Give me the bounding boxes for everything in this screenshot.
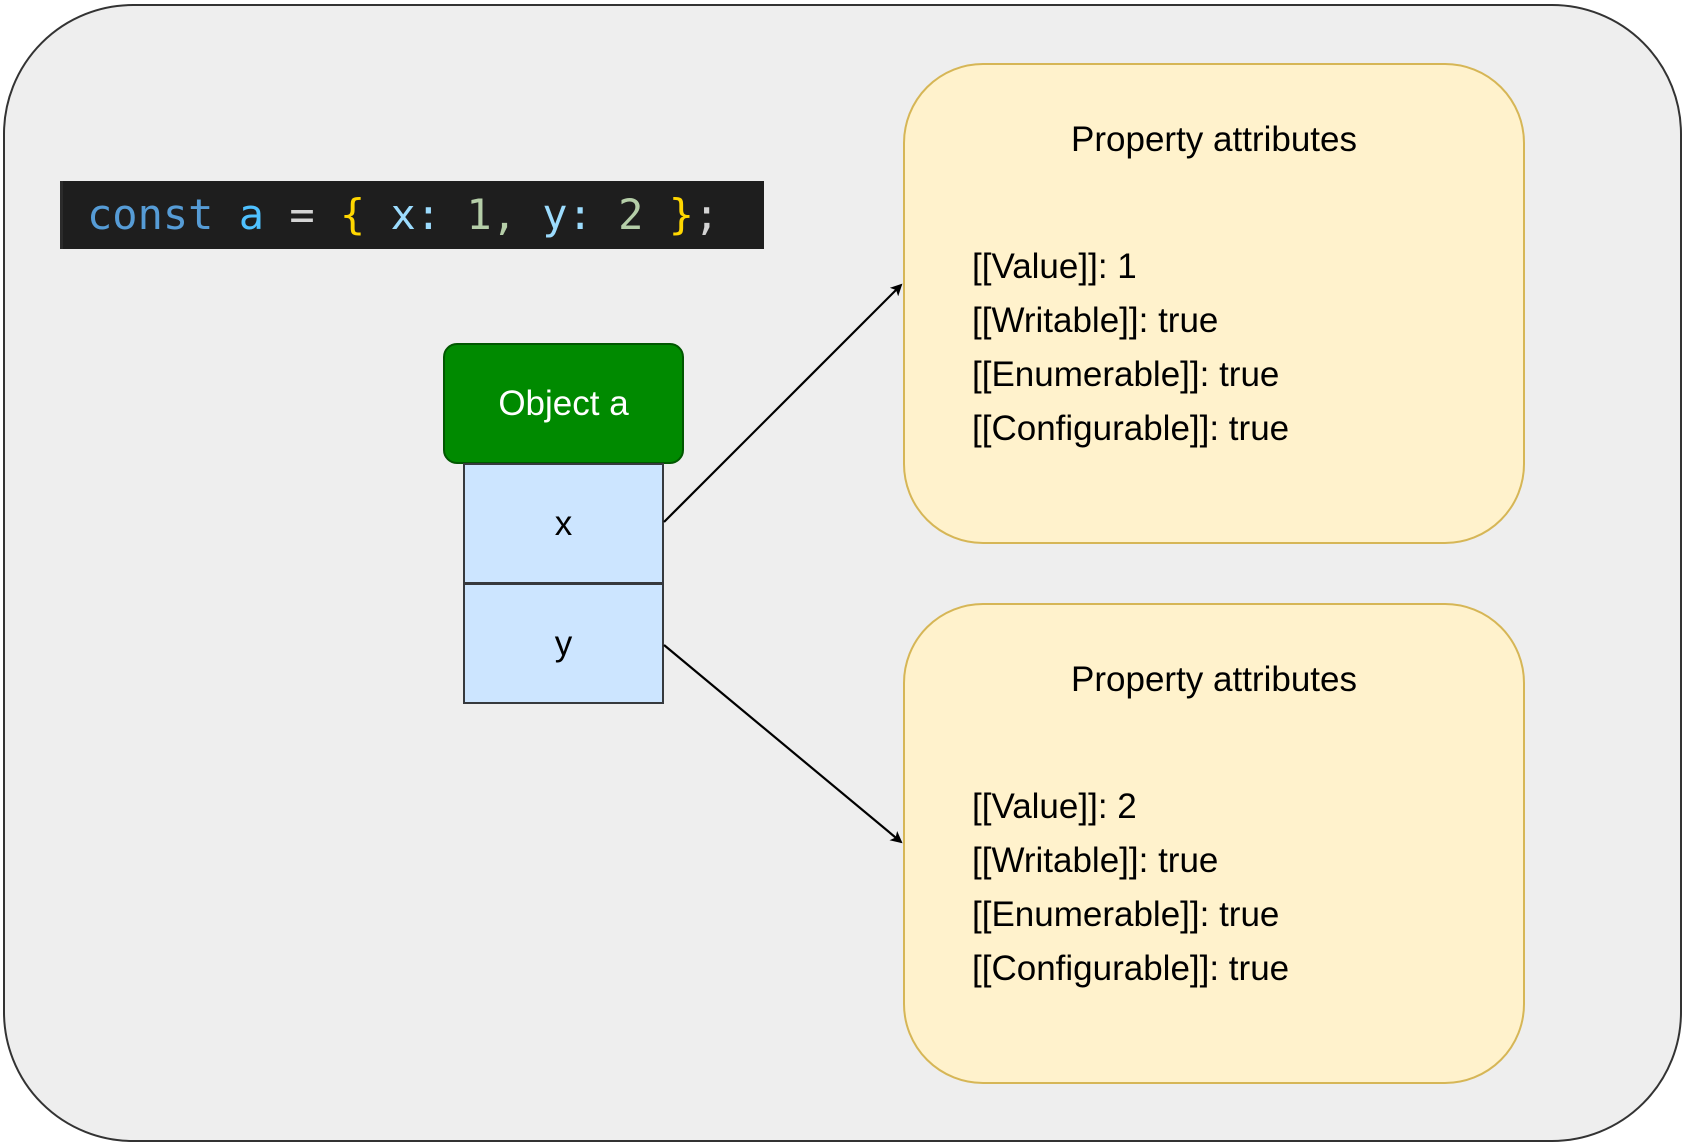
attribute-value: [[Value]]: 1 <box>972 247 1137 286</box>
attribute-enumerable: [[Enumerable]]: true <box>972 895 1280 934</box>
attribute-configurable: [[Configurable]]: true <box>972 409 1290 448</box>
code-open-brace: { <box>339 190 366 239</box>
property-cell-x: x <box>463 463 664 584</box>
attribute-writable: [[Writable]]: true <box>972 301 1219 340</box>
property-label-x: x <box>554 503 573 543</box>
code-semicolon: ; <box>694 190 720 239</box>
code-val-x: 1, <box>466 190 517 239</box>
code-val-y: 2 <box>618 190 644 239</box>
object-header: Object a <box>443 343 684 464</box>
attribute-enumerable: [[Enumerable]]: true <box>972 355 1280 394</box>
attribute-writable: [[Writable]]: true <box>972 841 1219 880</box>
attributes-list: [[Value]]: 2 [[Writable]]: true [[Enumer… <box>972 780 1289 996</box>
code-assign: = <box>289 190 315 239</box>
code-close-brace: } <box>668 190 695 239</box>
attribute-value: [[Value]]: 2 <box>972 787 1137 826</box>
attributes-box-y: Property attributes [[Value]]: 2 [[Writa… <box>903 603 1525 1084</box>
attribute-configurable: [[Configurable]]: true <box>972 949 1290 988</box>
code-snippet: const a = { x: 1, y: 2 }; <box>60 181 764 249</box>
attributes-title: Property attributes <box>1071 120 1357 159</box>
attributes-title: Property attributes <box>1071 660 1357 699</box>
code-prop-y: y: <box>542 190 593 239</box>
attributes-list: [[Value]]: 1 [[Writable]]: true [[Enumer… <box>972 240 1289 456</box>
property-label-y: y <box>554 623 573 663</box>
object-title: Object a <box>498 383 629 423</box>
code-prop-x: x: <box>390 190 442 239</box>
code-variable: a <box>238 190 265 239</box>
attributes-box-x: Property attributes [[Value]]: 1 [[Writa… <box>903 63 1525 544</box>
code-keyword: const <box>87 190 214 239</box>
property-cell-y: y <box>463 583 664 704</box>
